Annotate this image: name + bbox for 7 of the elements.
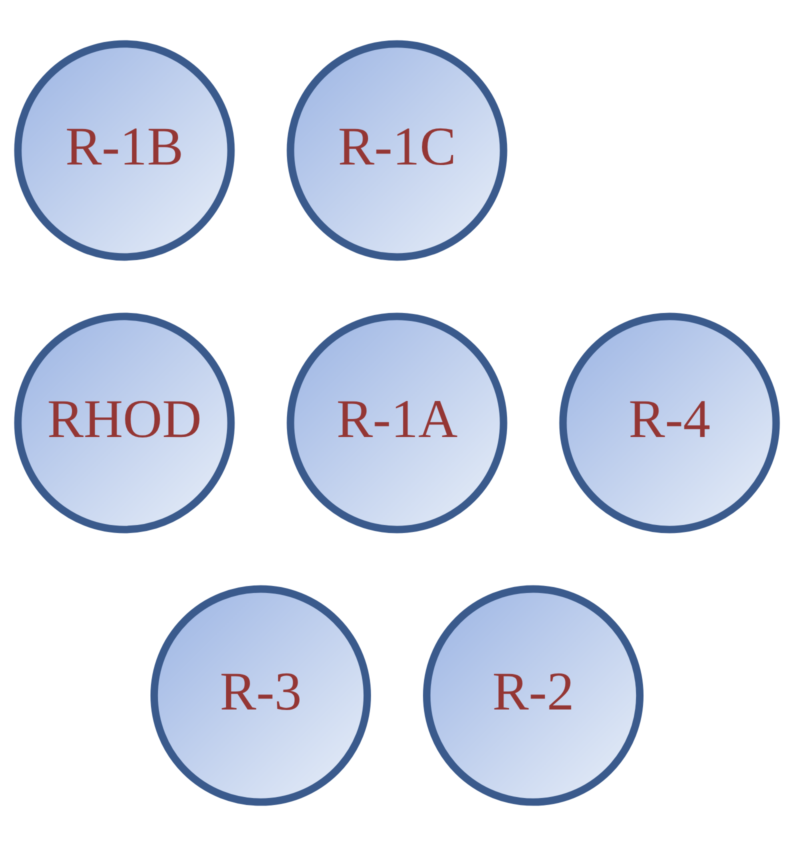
node-circle: R-1A bbox=[286, 312, 508, 534]
node-circle: R-3 bbox=[150, 585, 371, 806]
node-circle: R-1C bbox=[286, 40, 508, 261]
node-circle: RHOD bbox=[14, 312, 235, 534]
node-circle: R-4 bbox=[559, 312, 780, 534]
node-circle: R-1B bbox=[14, 40, 235, 261]
node-circle: R-2 bbox=[423, 585, 644, 806]
